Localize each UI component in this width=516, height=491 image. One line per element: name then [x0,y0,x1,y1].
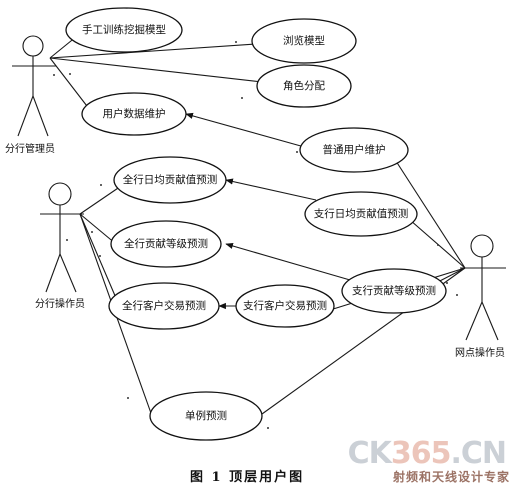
use-case-label: 普通用户维护 [323,143,386,156]
use-case-role-assign: 角色分配 [256,64,352,108]
arrow-normal-to-user-data [185,112,309,149]
use-case-ellipse [235,284,335,328]
watermark-logo-number: 365 [390,436,452,471]
use-case-normal-user-maintain: 普通用户维护 [299,127,409,173]
actor-branch-operator [40,182,84,293]
assoc-outlet-normal-user [393,157,466,269]
use-case-ellipse [108,282,220,330]
figure-caption: 图 1 顶层用户图 [190,470,305,485]
use-case-label: 全行客户交易预测 [122,299,206,312]
actor-branch-manager [12,35,56,137]
use-case-ellipse [251,18,357,64]
actor-left-leg [45,253,61,293]
use-case-sub-customer-trade: 支行客户交易预测 [235,284,335,328]
use-case-ellipse [304,191,418,237]
use-case-manual-training: 手工训练挖掘模型 [65,7,183,53]
use-case-ellipse [110,220,222,268]
actor-left-leg [17,95,34,137]
use-case-sub-daily-contribution: 支行日均贡献值预测 [304,191,418,237]
use-case-label: 手工训练挖掘模型 [82,23,166,36]
actor-head [48,182,72,206]
assoc-operator-bank-trade [79,213,117,299]
use-case-single-predict: 单例预测 [149,391,263,441]
actor-label-branch-manager: 分行管理员 [5,142,55,155]
actor-right-leg [32,95,49,137]
use-case-label: 支行日均贡献值预测 [314,207,409,220]
assoc-manager-role-assign [49,57,263,83]
use-case-bank-customer-trade: 全行客户交易预测 [108,282,220,330]
use-case-label: 支行客户交易预测 [243,299,327,312]
use-case-ellipse [113,156,227,204]
actor-label-outlet-operator: 网点操作员 [455,346,505,359]
association-lines [49,31,466,417]
assoc-manager-browse-model [49,42,271,59]
actor-right-leg [59,253,77,293]
use-case-sub-contribution-level: 支行贡献等级预测 [341,268,447,314]
use-case-browse-model: 浏览模型 [251,18,357,64]
use-case-ellipse [149,391,263,441]
use-case-ellipse [299,127,409,173]
actor-head [22,35,44,57]
use-case-label: 全行日均贡献值预测 [123,173,218,186]
actor-label-branch-operator: 分行操作员 [35,297,85,310]
use-case-ellipse [81,92,187,136]
watermark-logo-suffix: .CN [450,436,507,471]
use-case-label: 角色分配 [283,79,325,92]
use-case-ellipse [256,64,352,108]
actor-left-leg [465,301,483,341]
arrow-sub-daily-to-bank-daily [225,178,317,201]
assoc-outlet-sub-daily [409,219,466,269]
use-case-bank-daily-contribution: 全行日均贡献值预测 [113,156,227,204]
use-case-ellipse [341,268,447,314]
use-case-label: 单例预测 [185,409,227,422]
watermark: CK365.CN 射频和天线设计专家 [338,436,514,488]
watermark-logo-prefix: CK [347,436,392,471]
arrow-sub-level-to-bank-level [225,242,351,281]
assoc-operator-bank-level [79,213,117,245]
actor-head [470,234,494,258]
use-case-label: 用户数据维护 [103,107,166,120]
use-case-label: 全行贡献等级预测 [124,237,208,250]
use-case-user-data-maintain: 用户数据维护 [81,92,187,136]
use-case-ellipse [65,7,183,53]
use-case-label: 浏览模型 [283,34,325,47]
watermark-logo: CK365.CN [347,436,507,471]
assoc-manager-user-data [49,57,91,111]
use-case-label: 支行贡献等级预测 [352,284,436,297]
watermark-slogan: 射频和天线设计专家 [392,470,510,484]
actor-right-leg [481,301,499,341]
assoc-operator-bank-daily [79,183,125,215]
use-case-bank-contribution-level: 全行贡献等级预测 [110,220,222,268]
actor-outlet-operator [460,234,506,341]
